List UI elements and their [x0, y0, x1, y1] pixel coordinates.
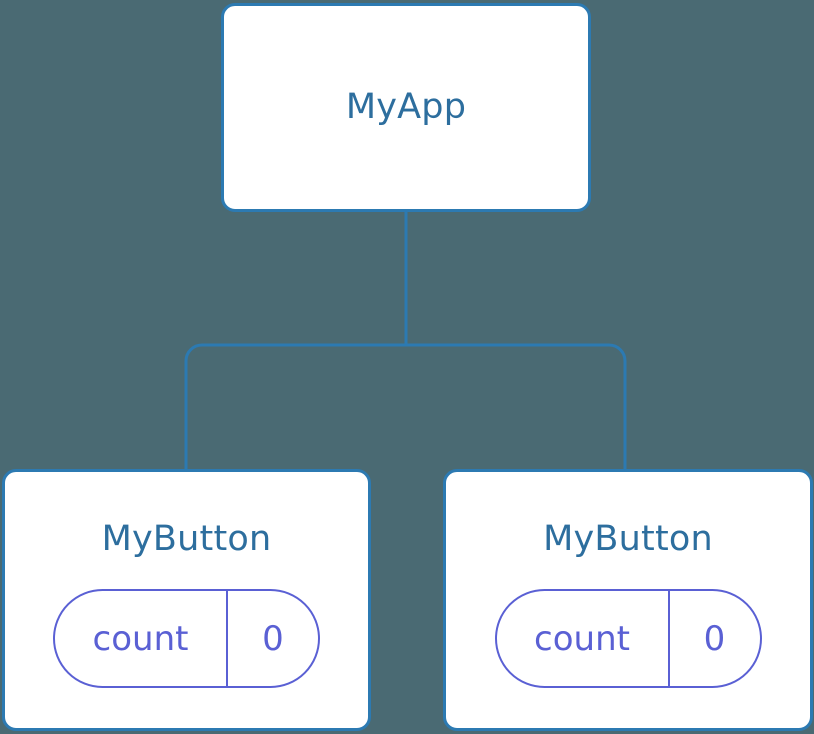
component-node-title: MyButton — [101, 519, 272, 559]
state-pill-key: count — [55, 591, 228, 686]
state-value-label: 0 — [703, 618, 726, 659]
state-pill-key: count — [497, 591, 670, 686]
component-node-myapp[interactable]: MyApp — [221, 3, 591, 212]
state-key-label: count — [92, 618, 189, 659]
component-node-mybutton-1[interactable]: MyButton count 0 — [443, 469, 813, 731]
state-pill-value: 0 — [670, 591, 760, 686]
state-key-label: count — [534, 618, 630, 659]
component-node-title: MyApp — [345, 87, 467, 127]
state-pill[interactable]: count 0 — [53, 589, 320, 688]
state-pill-value: 0 — [228, 591, 318, 686]
connector-bus-to-child-0 — [184, 343, 406, 470]
state-pill[interactable]: count 0 — [494, 589, 762, 688]
component-node-title: MyButton — [543, 519, 713, 559]
component-node-mybutton-0[interactable]: MyButton count 0 — [2, 469, 371, 731]
connector-bus-to-child-1 — [406, 343, 627, 470]
state-value-label: 0 — [262, 618, 284, 659]
